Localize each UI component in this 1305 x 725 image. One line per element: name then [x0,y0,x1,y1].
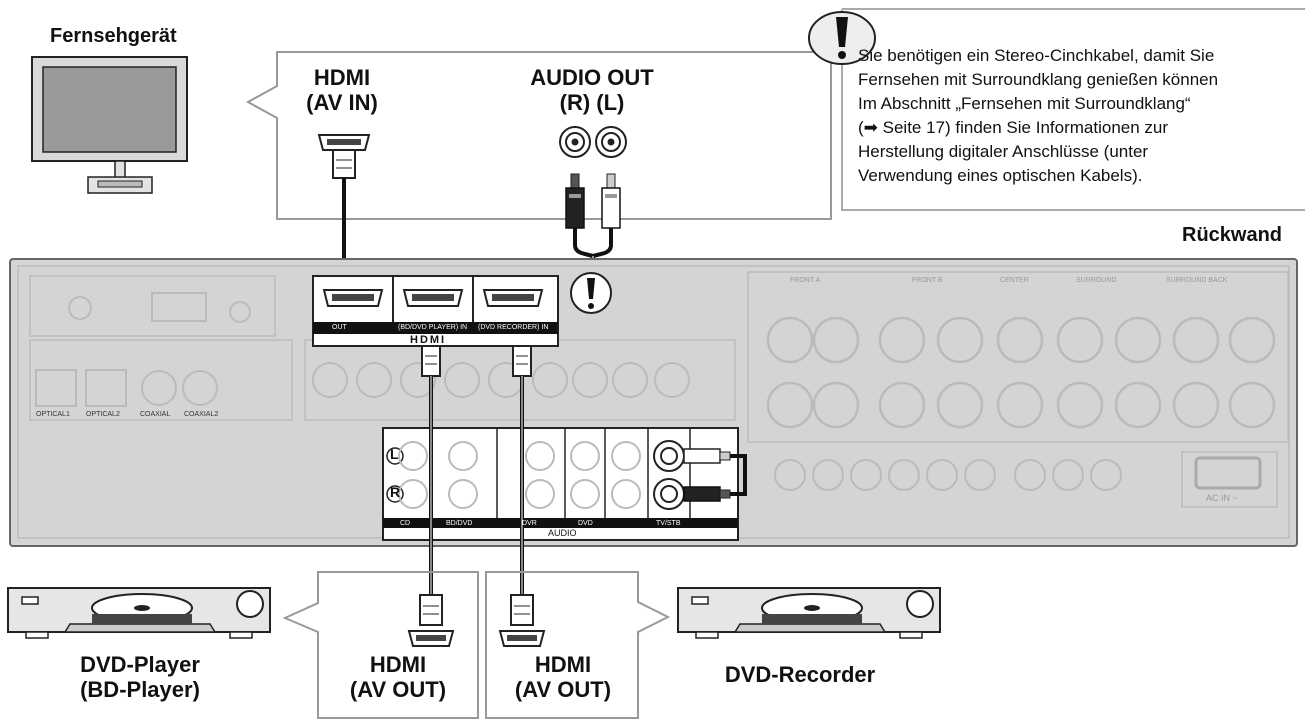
channel-l-label: L [390,446,399,462]
front-a-label: FRONT A [790,277,821,284]
bd-player-callout [282,571,479,719]
surround-back-label: SURROUND BACK [1166,277,1228,284]
recorder-hdmi-av-out-label: HDMI (AV OUT) [490,652,636,703]
audio-out-line1: AUDIO OUT [530,65,654,90]
hdmi-av-in-line2: (AV IN) [306,90,378,116]
note-line-4: (➡ Seite 17) finden Sie Informationen zu… [858,118,1169,137]
ac-in-label: AC IN ~ [1206,493,1238,503]
digital-in-coaxial: COAXIAL [140,411,171,418]
dvd-recorder-label: DVD-Recorder [724,662,876,687]
bd-hdmi-line1: HDMI [369,652,427,677]
dvd-player-label: DVD-Player (BD-Player) [30,652,250,703]
receiver-audio-block [382,427,747,541]
dvd-player-line2: (BD-Player) [80,677,200,703]
audio-input-tvstb: TV/STB [656,520,681,527]
dvd-recorder-callout [485,571,671,719]
channel-r-label: R [390,484,401,500]
bd-player-hdmi-cable [407,345,455,647]
hdmi-av-in-line1: HDMI [313,65,371,90]
center-label: CENTER [1000,277,1029,284]
audio-input-bd: BD/DVD [446,520,473,527]
audio-input-dvd: DVD [578,520,593,527]
recorder-hdmi-line1: HDMI [534,652,592,677]
bd-hdmi-av-out-label: HDMI (AV OUT) [325,652,471,703]
tv-illustration [31,56,188,194]
audio-out-label: AUDIO OUT (R) (L) [512,65,672,116]
audio-out-jacks [559,126,627,158]
tv-label: Fernsehgerät [50,25,177,47]
dvd-player-line1: DVD-Player [80,652,200,677]
front-b-label: FRONT B [912,277,943,284]
digital-in-optical1: OPTICAL1 [36,411,70,418]
hdmi-av-in-label: HDMI (AV IN) [292,65,392,116]
dvd-player-illustration [7,587,271,639]
hdmi-recorder-port-label: (DVD RECORDER) IN [476,323,551,333]
rear-panel-label: Rückwand [1182,224,1283,246]
audio-section-label: AUDIO [548,528,577,538]
hdmi-out-port-label: OUT [330,323,349,333]
note-line-6: Verwendung eines optischen Kabels). [858,166,1143,185]
recorder-hdmi-line2: (AV OUT) [514,677,612,703]
warning-icon [808,11,876,65]
note-line-2: Fernsehen mit Surroundklang genießen kön… [858,70,1219,89]
dvd-recorder-illustration [677,587,941,639]
dvd-recorder-hdmi-cable [498,345,546,647]
surround-label: SURROUND [1076,277,1117,284]
cable-warning-icon [570,272,612,314]
hdmi-bd-port-label: (BD/DVD PLAYER) IN [396,323,470,333]
audio-input-dvr: DVR [522,520,537,527]
audio-input-cd: CD [400,520,411,527]
connection-note: Sie benötigen ein Stereo-Cinchkabel, dam… [858,44,1298,188]
audio-out-line2: (R) (L) [559,90,625,116]
bd-hdmi-line2: (AV OUT) [349,677,447,703]
note-line-1: Sie benötigen ein Stereo-Cinchkabel, dam… [858,46,1215,65]
digital-in-coaxial2: COAXIAL2 [184,411,219,418]
tv-callout-box [245,51,832,220]
hdmi-logo: HDMI [410,334,447,346]
tv-hdmi-port [317,134,371,151]
digital-in-optical2: OPTICAL2 [86,411,120,418]
note-box [841,8,1305,211]
note-line-5: Herstellung digitaler Anschlüsse (unter [858,142,1149,161]
note-line-3: Im Abschnitt „Fernsehen mit Surroundklan… [858,94,1191,113]
